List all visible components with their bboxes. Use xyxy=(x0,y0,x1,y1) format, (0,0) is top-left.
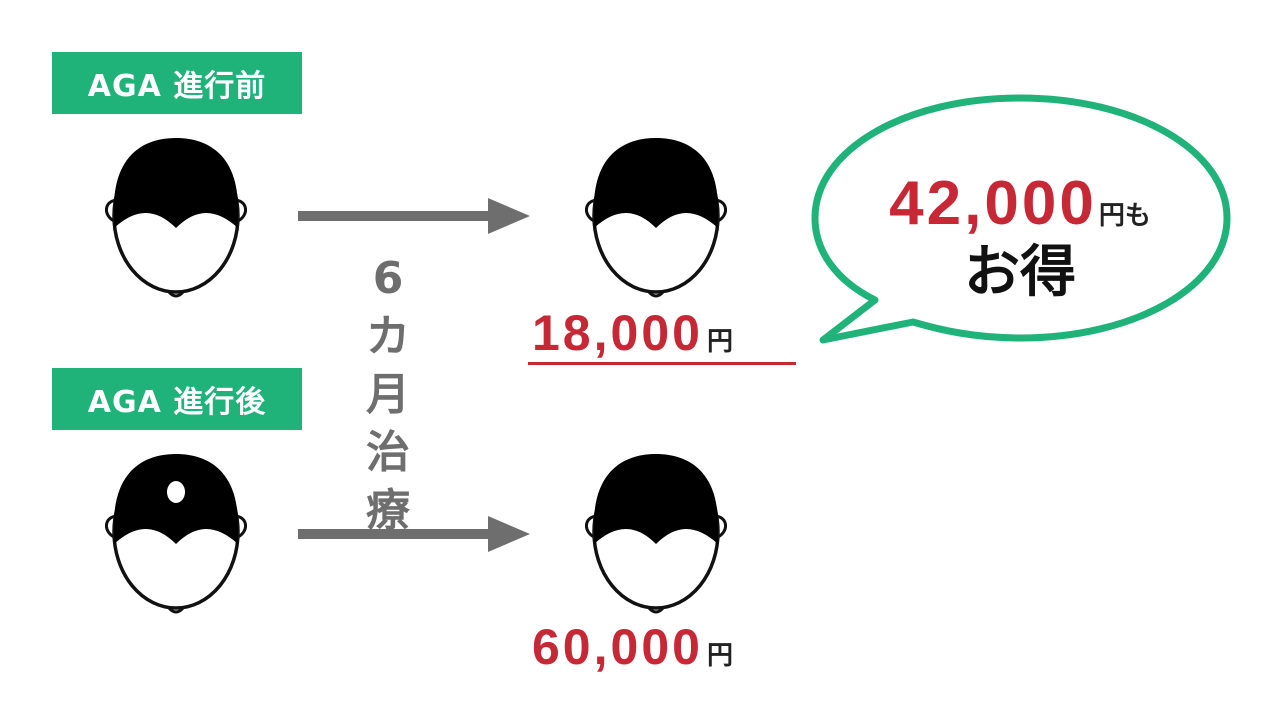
label-aga-after: AGA 進行後 xyxy=(52,368,302,430)
label-aga-before: AGA 進行前 xyxy=(52,52,302,114)
price-amount: 60,000 xyxy=(532,619,703,675)
treatment-char: カ xyxy=(366,311,410,362)
treatment-period-text: 6 カ 月 治 療 xyxy=(358,250,418,540)
head-icon-before-start xyxy=(105,138,247,298)
price-underline xyxy=(528,362,796,365)
price-amount: 18,000 xyxy=(532,305,703,361)
price-unit: 円 xyxy=(706,640,733,670)
treatment-char: 治 xyxy=(366,427,410,478)
savings-label: お得 xyxy=(964,240,1076,305)
head-icon-after-start xyxy=(105,454,247,614)
price-unit: 円 xyxy=(706,326,733,356)
speech-bubble-icon xyxy=(811,94,1231,344)
savings-callout: 42,000円も お得 xyxy=(820,168,1220,303)
treatment-char: 6 xyxy=(372,253,404,304)
head-icon-after-end xyxy=(585,454,727,614)
right-arrow-icon-top xyxy=(298,198,530,234)
savings-amount-line: 42,000円も xyxy=(820,168,1220,239)
savings-unit: 円も xyxy=(1098,200,1151,230)
head-icon-before-end xyxy=(585,138,727,298)
treatment-char: 月 xyxy=(366,369,410,420)
savings-amount: 42,000 xyxy=(889,169,1097,238)
right-arrow-icon-bottom xyxy=(298,516,530,552)
treatment-char: 療 xyxy=(366,485,410,536)
